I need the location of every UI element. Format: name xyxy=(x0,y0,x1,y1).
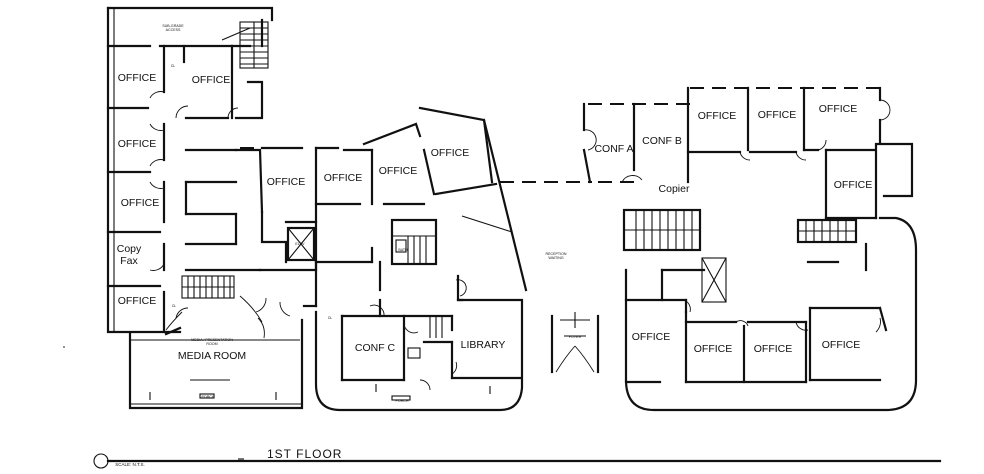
room-label-media-room: MEDIA ROOM xyxy=(178,350,246,362)
room-label-office-10: OFFICE xyxy=(698,110,737,122)
east-wing-walls xyxy=(582,86,918,412)
closet-label: CL xyxy=(328,316,333,320)
room-label-conf-c: CONF C xyxy=(355,342,396,354)
porch-label: PORCH xyxy=(202,395,215,399)
title-bar: SCALE: N.T.S. 1ST FLOOR xyxy=(63,346,942,469)
closet-label: CL xyxy=(172,304,177,308)
room-label-office-9: OFFICE xyxy=(431,147,470,159)
elevator-label: ELEV xyxy=(295,242,305,246)
room-label-office-12: OFFICE xyxy=(819,103,858,115)
northwest-stair xyxy=(221,21,269,69)
scale-label: SCALE: N.T.S. xyxy=(115,462,145,467)
west-wing-doors xyxy=(149,91,291,319)
bath-label: BATH xyxy=(398,248,408,252)
room-label-office-17: OFFICE xyxy=(822,339,861,351)
room-label-office-6: OFFICE xyxy=(267,176,306,188)
media-stair xyxy=(181,275,235,299)
room-label-office-15: OFFICE xyxy=(694,343,733,355)
foyer-walls xyxy=(550,312,600,374)
room-label-office-2: OFFICE xyxy=(192,74,231,86)
room-label-office-14: OFFICE xyxy=(632,331,671,343)
dashed-lines xyxy=(240,87,880,183)
room-label-office-1: OFFICE xyxy=(118,72,157,84)
west-wing-walls xyxy=(106,6,318,336)
closet-label: CL xyxy=(171,64,176,68)
porch-label: PORCH xyxy=(396,399,409,403)
room-label-conf-a: CONF A xyxy=(594,143,633,155)
room-label-library: LIBRARY xyxy=(461,339,506,351)
conf-library-walls xyxy=(314,298,524,412)
page-title: 1ST FLOOR xyxy=(267,447,342,461)
foyer-label: FOYER xyxy=(569,335,582,339)
room-label-office-7: OFFICE xyxy=(324,172,363,184)
room-label-office-8: OFFICE xyxy=(379,165,418,177)
media-porch xyxy=(128,295,304,410)
room-label-office-11: OFFICE xyxy=(758,109,797,121)
room-label-office-13: OFFICE xyxy=(834,179,873,191)
east-stair-2 xyxy=(796,218,868,272)
east-stair-1 xyxy=(622,208,702,252)
north-arrow-icon xyxy=(93,453,109,469)
room-label-copier: Copier xyxy=(659,183,690,195)
room-label-office-4: OFFICE xyxy=(121,197,160,209)
room-label-office-16: OFFICE xyxy=(754,343,793,355)
room-label-office-3: OFFICE xyxy=(118,138,157,150)
room-label-office-5: OFFICE xyxy=(118,295,157,307)
room-label-conf-b: CONF B xyxy=(642,135,682,147)
center-walls xyxy=(314,106,528,318)
